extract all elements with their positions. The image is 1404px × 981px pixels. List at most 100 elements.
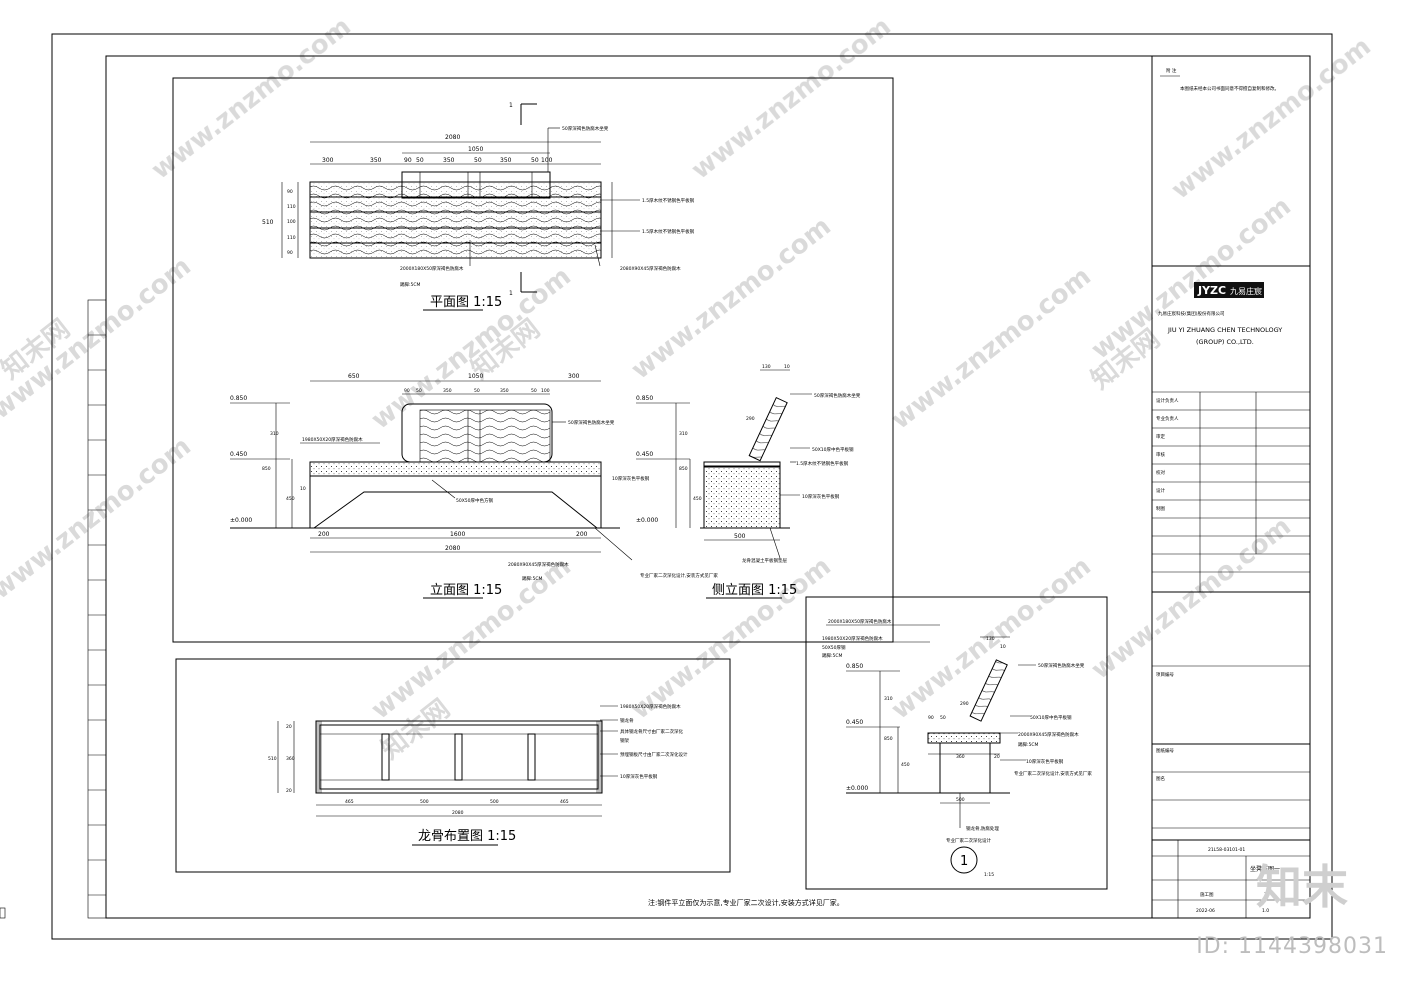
level-label: ±0.000 — [230, 517, 252, 524]
frame-note: 具体钢龙骨尺寸由厂家二次深化 — [620, 728, 683, 735]
elevation-title: 立面图 1:15 — [430, 583, 502, 598]
title-block-header: 附 注 — [1166, 67, 1177, 74]
dim-label: 290 — [746, 416, 755, 422]
dim-label: 10 — [1000, 644, 1006, 650]
dim-label: 90 — [287, 189, 293, 195]
watermark-text: www.znzmo.com — [366, 552, 577, 726]
dim-label: 50 — [940, 715, 946, 721]
watermark-text: www.znzmo.com — [686, 12, 897, 186]
side-note: 50厚深褐色防腐木坐凳 — [814, 392, 861, 399]
plan-backrest — [401, 171, 551, 199]
frame-note: 1980X50X20厚深褐色防腐木 — [620, 703, 681, 710]
level-label: ±0.000 — [636, 517, 658, 524]
dim-label: 1600 — [450, 531, 465, 538]
dim-label: 450 — [286, 496, 295, 502]
detail-note: 踢脚:5CM — [822, 652, 843, 659]
dim-label: 200 — [318, 531, 330, 538]
detail-note: 50厚深褐色防腐木坐凳 — [1038, 662, 1085, 669]
date: 2022-06 — [1196, 908, 1215, 914]
dim-label: 50 — [531, 388, 537, 394]
detail-note: 踢脚:5CM — [1018, 741, 1039, 748]
dim-label: 450 — [693, 496, 702, 502]
page-number: 35 — [1264, 892, 1270, 898]
dim-label: 650 — [348, 373, 360, 380]
title-block-note: 本图纸未经本公司书面同意不得擅自复制和修改。 — [1180, 85, 1279, 92]
plan-note: 2000X180X50厚深褐色防腐木 — [400, 265, 464, 272]
dim-label: 465 — [345, 799, 354, 805]
plan-note: 踢脚:5CM — [400, 281, 421, 288]
dim-label: 310 — [679, 431, 688, 437]
dim-label: 20 — [286, 724, 292, 730]
dim-label: 90 — [404, 157, 412, 164]
detail-note: 2000X90X45厚深褐色防腐木 — [1018, 731, 1079, 738]
dim-depth: 510 — [262, 219, 274, 226]
frame-panel — [175, 658, 731, 873]
title-block-row-label: 项目编号 — [1156, 671, 1174, 678]
title-block-row-label: 专业负责人 — [1156, 415, 1179, 422]
dim-label: 50 — [416, 388, 422, 394]
elevation-note: 踢脚:5CM — [522, 575, 543, 582]
dim-label: 465 — [560, 799, 569, 805]
elevation-note: 1980X50X20厚深褐色防腐木 — [302, 436, 363, 443]
watermark-text: www.znzmo.com — [0, 432, 197, 606]
side-note: 50X10厚中色平板钢 — [812, 446, 854, 453]
detail-backrest — [969, 659, 1008, 722]
dim-label: 350 — [500, 157, 512, 164]
dim-total: 2080 — [445, 134, 460, 141]
detail-panel — [805, 596, 1108, 890]
dim-label: 110 — [287, 235, 296, 241]
title-block-row-label: 设计 — [1156, 487, 1165, 494]
detail-note: 钢龙骨,防腐处理 — [966, 825, 999, 832]
side-note: 专业厂家二次深化设计,安装方式见厂家 — [640, 572, 718, 579]
level-label: 0.450 — [230, 451, 247, 458]
plan-title: 平面图 1:15 — [430, 295, 502, 310]
detail-note: 1980X50X20厚深褐色防腐木 — [822, 635, 883, 642]
title-block: 附 注 本图纸未经本公司书面同意不得擅自复制和修改。 JYZC 九易庄宸 九易庄… — [1151, 56, 1310, 918]
dim-label: 50 — [531, 157, 539, 164]
detail-note: 专业厂家二次深化设计 — [946, 837, 991, 844]
detail-note: 50X50厚钢 — [822, 644, 846, 651]
plan-note: 1.5厚木纹不锈钢色平板钢 — [642, 228, 695, 235]
dim-label: 450 — [901, 762, 910, 768]
footnote: 注:钢件平立面仅为示意,专业厂家二次设计,安装方式详见厂家。 — [648, 898, 844, 907]
elevation-note: 50厚深褐色防腐木坐凳 — [568, 419, 615, 426]
side-backrest — [748, 396, 788, 462]
watermark-text: www.znzmo.com — [1086, 192, 1297, 366]
frame-outer — [315, 720, 603, 794]
plan-note: 50厚深褐色防腐木坐凳 — [562, 125, 609, 132]
dim-backrest: 1050 — [468, 146, 483, 153]
dim-label: 850 — [262, 466, 271, 472]
section-mark-top: 1 — [509, 102, 513, 109]
frame-note: 10厚深灰色平板钢 — [620, 773, 658, 780]
brand-name: JYZC — [1197, 284, 1226, 297]
sheet-name: 坐凳详图一 — [1250, 865, 1280, 873]
plan-note: 1.5厚木纹不锈钢色平板钢 — [642, 197, 695, 204]
dim-label: 1050 — [468, 373, 483, 380]
watermark-text: www.znzmo.com — [1086, 512, 1297, 686]
watermark-text: www.znzmo.com — [366, 262, 577, 436]
detail-scale: 1:15 — [984, 872, 994, 878]
side-base — [703, 465, 781, 529]
dim-label: 500 — [734, 533, 746, 540]
dim-label: 300 — [568, 373, 580, 380]
elevation-note: 50X50厚中色方钢 — [456, 497, 494, 504]
dim-label: 350 — [500, 388, 509, 394]
detail-note: 50X10厚中色平板钢 — [1030, 714, 1072, 721]
dim-label: 100 — [541, 157, 553, 164]
dim-label: 90 — [287, 250, 293, 256]
watermark-layer: www.znzmo.com www.znzmo.com www.znzmo.co… — [0, 12, 1377, 766]
level-label: 0.450 — [636, 451, 653, 458]
watermark-text: www.znzmo.com — [626, 212, 837, 386]
dim-label: 20 — [994, 754, 1000, 760]
level-label: ±0.000 — [846, 785, 868, 792]
detail-note: 10厚深灰色平板钢 — [1026, 758, 1064, 765]
dim-label: 200 — [576, 531, 588, 538]
detail-seat — [927, 732, 1001, 744]
dim-label: 850 — [679, 466, 688, 472]
dim-label: 130 — [986, 636, 995, 642]
side-note: 1.5厚木纹不锈钢色平板钢 — [796, 460, 849, 467]
detail-label-circle — [950, 846, 978, 874]
side-elevation-view: 0.850 0.450 ±0.000 310 850 450 500 130 1… — [636, 364, 861, 599]
company-en-1: JIU YI ZHUANG CHEN TECHNOLOGY — [1167, 326, 1282, 334]
dim-label: 2080 — [445, 545, 460, 552]
